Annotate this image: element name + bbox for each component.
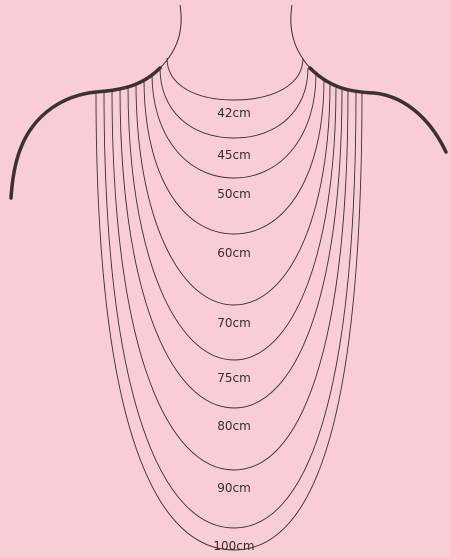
label-75cm: 75cm bbox=[217, 371, 251, 385]
label-60cm: 60cm bbox=[217, 246, 251, 260]
necklace-curve-50cm bbox=[152, 74, 316, 178]
label-42cm: 42cm bbox=[217, 106, 251, 120]
label-50cm: 50cm bbox=[217, 187, 251, 201]
label-90cm: 90cm bbox=[217, 481, 251, 495]
necklace-curves bbox=[96, 58, 362, 550]
shoulder-outline-right bbox=[310, 68, 446, 152]
necklace-curve-42cm bbox=[167, 58, 303, 100]
label-80cm: 80cm bbox=[217, 419, 251, 433]
necklace-curve-90cm bbox=[112, 90, 348, 470]
neck-outline-left bbox=[160, 5, 181, 68]
neck-outline-right bbox=[291, 5, 310, 68]
necklace-curve-45cm bbox=[160, 68, 308, 138]
label-100cm: 100cm bbox=[213, 539, 254, 553]
label-45cm: 45cm bbox=[217, 148, 251, 162]
label-70cm: 70cm bbox=[217, 316, 251, 330]
